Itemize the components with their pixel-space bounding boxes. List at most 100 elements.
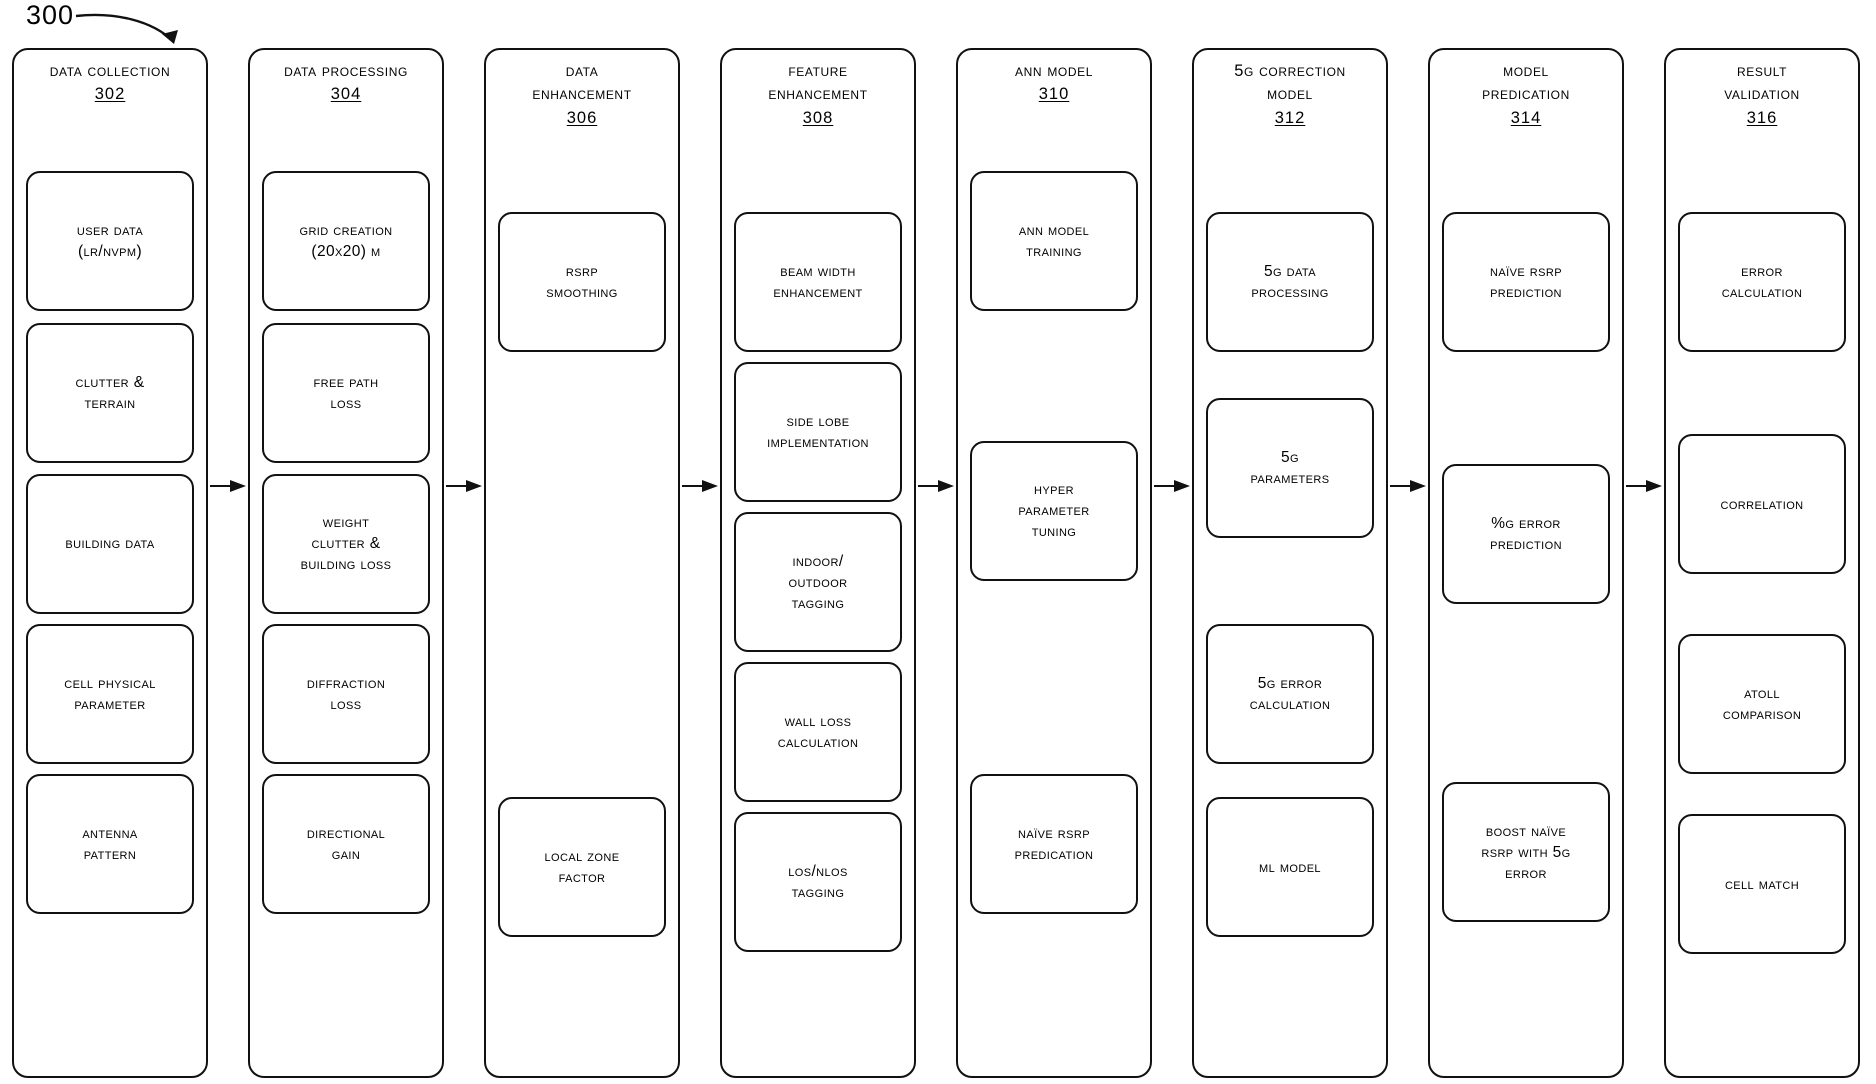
node-label: ANN Model (1018, 221, 1090, 239)
stage-gap (1624, 48, 1664, 1078)
node-label-group: Correlation (1720, 494, 1803, 515)
stage-308[interactable]: FeatureEnhancement308Beam WidthEnhanceme… (720, 48, 916, 1078)
node-label: Clutter & (311, 535, 381, 553)
stage-title-line: Data Processing (284, 62, 408, 80)
node-box[interactable]: Beam WidthEnhancement (734, 212, 902, 353)
node-label: Error (1505, 864, 1547, 882)
node-box[interactable]: Cell PhysicalParameter (26, 623, 194, 764)
node-box[interactable]: 5G ErrorCalculation (1206, 624, 1374, 765)
node-box[interactable]: Correlation (1678, 434, 1846, 575)
node-label-group: Local ZONEFactor (545, 846, 620, 888)
node-box[interactable]: Local ZONEFactor (498, 797, 666, 938)
node-label: Outdoor (788, 573, 848, 591)
node-label-group: AntennaPattern (82, 823, 137, 865)
right-arrow-icon (446, 480, 482, 492)
node-label: Calculation (1721, 284, 1803, 302)
node-label-group: Grid Creation(20x20) m (299, 220, 392, 262)
node-label: Pattern (83, 845, 137, 863)
stage-title-316: ResultValidation316 (1674, 60, 1850, 130)
node-box[interactable]: %G ErrorPrediction (1442, 464, 1610, 605)
node-label: 5G Error (1257, 675, 1323, 693)
node-box[interactable]: Side LobeImplementation (734, 362, 902, 503)
node-label: ML Model (1259, 858, 1321, 876)
node-box[interactable]: AntennaPattern (26, 773, 194, 914)
stage-body-314: Naïve RSRPPrediction %G ErrorPredictionBo… (1438, 134, 1614, 1068)
node-label: Parameters (1250, 470, 1330, 488)
node-box[interactable]: 5G DataProcessing (1206, 212, 1374, 353)
node-box[interactable]: Clutter &Terrain (26, 322, 194, 463)
stage-314[interactable]: ModelPredication314Naïve RSRPPrediction%… (1428, 48, 1624, 1078)
node-label-group: HyperParameterTuning (1018, 479, 1089, 542)
node-label: Loss (330, 695, 362, 713)
node-box[interactable]: Building Data (26, 473, 194, 614)
node-label-group: Beam WidthEnhancement (773, 261, 862, 303)
node-label-group: %G ErrorPrediction (1490, 513, 1562, 555)
node-label-group: ErrorCalculation (1722, 261, 1803, 303)
node-box[interactable]: DirectionalGain (262, 773, 430, 914)
node-label: Comparison (1722, 706, 1802, 724)
node-box[interactable]: RSRPSmoothing (498, 212, 666, 353)
node-box[interactable]: ErrorCalculation (1678, 212, 1846, 353)
right-arrow-icon (918, 480, 954, 492)
node-box[interactable]: Boost NaïveRSRP with 5GError (1442, 782, 1610, 923)
node-box[interactable]: Cell Match (1678, 814, 1846, 955)
stage-304[interactable]: Data Processing304Grid Creation(20x20) m… (248, 48, 444, 1078)
stage-title-line: 5G Correction (1234, 62, 1346, 80)
stage-310[interactable]: ANN Model310ANN ModelTrainingHyperParame… (956, 48, 1152, 1078)
stage-number-312: 312 (1274, 108, 1306, 127)
stage-316[interactable]: ResultValidation316ErrorCalculationCorre… (1664, 48, 1860, 1078)
node-label: Beam Width (780, 263, 856, 281)
node-label: Implementation (767, 434, 869, 452)
node-box[interactable]: Indoor/OutdoorTagging (734, 512, 902, 653)
node-box[interactable]: WeightClutter &Building Loss (262, 473, 430, 614)
node-label: User Data (76, 221, 144, 239)
node-label-group: Naïve RSRPPrediction (1490, 261, 1562, 303)
node-label: Boost Naïve (1485, 822, 1567, 840)
node-label: Terrain (84, 394, 136, 412)
node-box[interactable]: HyperParameterTuning (970, 440, 1138, 581)
node-label: Building Data (65, 535, 155, 553)
node-label-group: LOS/NLOSTagging (788, 861, 847, 903)
stage-312[interactable]: 5G CorrectionModel3125G DataProcessing5G… (1192, 48, 1388, 1078)
stage-gap (1388, 48, 1428, 1078)
stage-title-314: ModelPredication314 (1438, 60, 1614, 130)
node-label: Gain (331, 845, 361, 863)
node-label: Cell Physical (64, 674, 156, 692)
node-label: Directional (306, 824, 386, 842)
stage-body-308: Beam WidthEnhancementSide LobeImplementa… (730, 134, 906, 1068)
node-label: 5G Data (1263, 263, 1316, 281)
right-arrow-icon (1390, 480, 1426, 492)
stage-title-line: Data Collection (49, 62, 171, 80)
node-box[interactable]: Grid Creation(20x20) m (262, 170, 430, 311)
node-box[interactable]: Naïve RSRPPrediction (1442, 212, 1610, 353)
node-label: %G Error (1491, 515, 1561, 533)
node-box[interactable]: Wall LossCalculation (734, 662, 902, 803)
stage-body-306: RSRPSmoothingLocal ZONEFactor (494, 134, 670, 1068)
stage-title-line: Result (1736, 62, 1788, 80)
node-label-group: Free PathLoss (314, 372, 379, 414)
right-arrow-icon (1154, 480, 1190, 492)
figure-reference-number: 300 (26, 0, 75, 30)
node-box[interactable]: User Data(LR/NVPM) (26, 170, 194, 311)
node-box[interactable]: AtollComparison (1678, 634, 1846, 775)
node-label: Prediction (1490, 536, 1562, 554)
node-box[interactable]: 5GParameters (1206, 398, 1374, 539)
node-label-group: 5G ErrorCalculation (1250, 673, 1331, 715)
node-label-group: Side LobeImplementation (767, 411, 869, 453)
stage-302[interactable]: Data Collection302User Data(LR/NVPM)Clut… (12, 48, 208, 1078)
node-box[interactable]: LOS/NLOSTagging (734, 812, 902, 953)
stage-body-312: 5G DataProcessing 5GParameters 5G ErrorCal… (1202, 134, 1378, 1068)
node-box[interactable]: Free PathLoss (262, 322, 430, 463)
stage-title-302: Data Collection302 (22, 60, 198, 107)
node-box[interactable]: ANN ModelTraining (970, 170, 1138, 311)
node-label: Enhancement (773, 284, 863, 302)
node-box[interactable]: Naïve RSRPPredication (970, 773, 1138, 914)
node-box[interactable]: DiffractionLoss (262, 623, 430, 764)
node-label: Wall Loss (784, 713, 852, 731)
node-box[interactable]: ML Model (1206, 797, 1374, 938)
stage-306[interactable]: DataEnhancement306RSRPSmoothingLocal ZON… (484, 48, 680, 1078)
node-label: LOS/NLOS (788, 863, 848, 881)
node-label-group: Cell PhysicalParameter (64, 673, 155, 715)
node-label-group: DiffractionLoss (307, 673, 385, 715)
